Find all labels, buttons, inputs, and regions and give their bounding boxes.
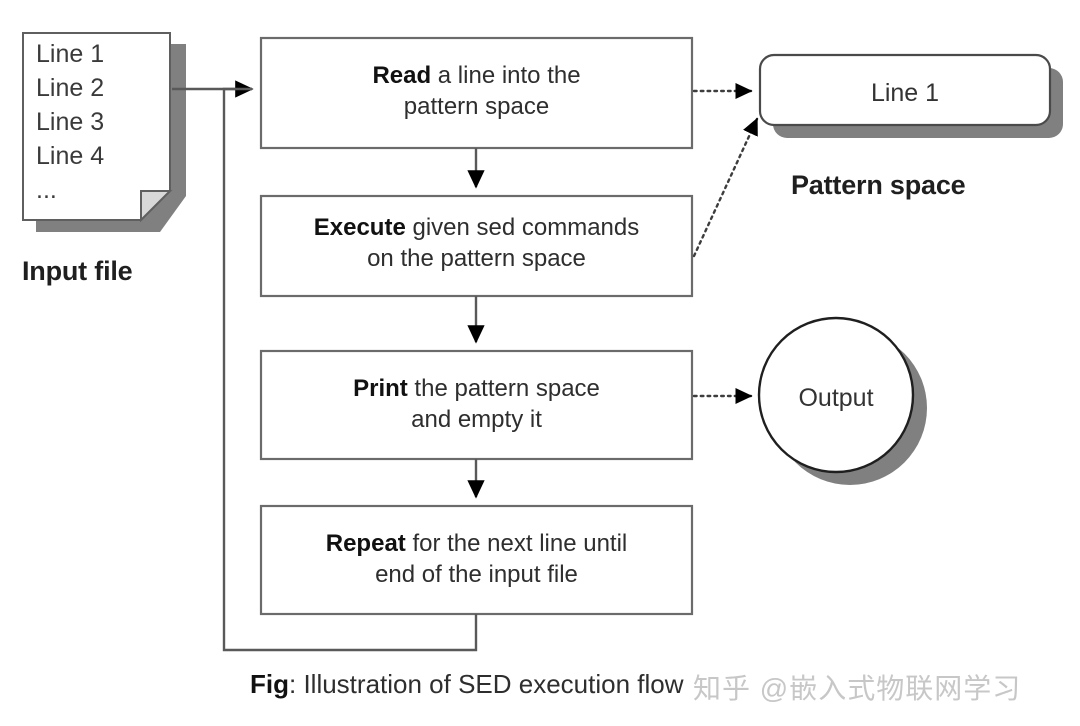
figure-caption: Fig: Illustration of SED execution flow [250, 669, 684, 700]
input-file-label: Input file [22, 256, 133, 286]
process-box-execute-label: Execute given sed commands on the patter… [261, 212, 692, 274]
process-print-emphasis: Print [353, 375, 408, 402]
process-print-line2: and empty it [411, 406, 542, 434]
input-file-line-1: Line 1 [36, 40, 105, 68]
input-file-line-3: Line 3 [36, 108, 105, 136]
process-read-rest: a line into the [431, 62, 581, 89]
figure-caption-prefix: Fig [250, 669, 289, 699]
process-repeat-rest: for the next line until [405, 530, 628, 557]
figure-caption-rest: : Illustration of SED execution flow [289, 669, 684, 699]
pattern-space-label: Pattern space [791, 170, 966, 200]
process-read-line2: pattern space [403, 93, 550, 121]
connector-execute-to-pattern-space [692, 117, 759, 258]
process-repeat-emphasis: Repeat [325, 530, 406, 557]
pattern-space-box[interactable] [758, 53, 1052, 127]
process-box-repeat[interactable] [259, 504, 694, 616]
process-print-rest: the pattern space [407, 375, 600, 402]
process-execute-rest: given sed commands [405, 214, 640, 241]
input-file-document [22, 32, 173, 223]
process-box-print[interactable] [259, 349, 694, 461]
input-file-line-4: Line 4 [36, 142, 105, 170]
process-box-read-label: Read a line into the pattern space [261, 60, 692, 122]
process-box-repeat-label: Repeat for the next line until end of th… [261, 528, 692, 590]
process-execute-emphasis: Execute [313, 214, 406, 241]
process-repeat-line2: end of the input file [375, 561, 578, 589]
connector-repeat-loopback-to-read [222, 87, 478, 652]
process-execute-line2: on the pattern space [367, 245, 586, 273]
output-circle[interactable] [757, 316, 915, 474]
pattern-space-content: Line 1 [870, 79, 940, 107]
input-file-line-2: Line 2 [36, 74, 105, 102]
process-box-print-label: Print the pattern space and empty it [261, 373, 692, 435]
input-file-line-ellipsis: ... [36, 176, 57, 204]
output-label: Output [798, 384, 874, 412]
zhihu-watermark: 知乎 @嵌入式物联网学习 [693, 673, 1022, 704]
process-box-execute[interactable] [259, 194, 694, 298]
process-read-emphasis: Read [372, 62, 432, 89]
process-box-read[interactable] [259, 36, 694, 150]
